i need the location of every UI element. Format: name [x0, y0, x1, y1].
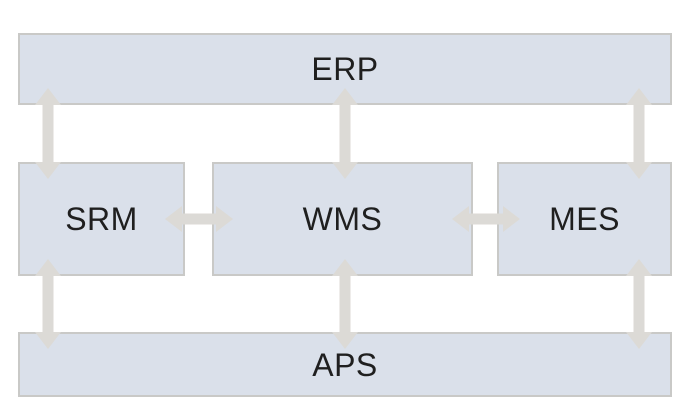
node-erp: ERP: [18, 33, 672, 105]
node-srm: SRM: [18, 162, 185, 276]
node-erp-label: ERP: [311, 51, 379, 87]
node-wms-label: WMS: [302, 201, 383, 237]
node-aps: APS: [18, 332, 672, 397]
node-wms: WMS: [212, 162, 473, 276]
node-mes: MES: [497, 162, 672, 276]
node-srm-label: SRM: [65, 201, 138, 237]
node-aps-label: APS: [312, 346, 378, 383]
node-mes-label: MES: [549, 201, 620, 237]
